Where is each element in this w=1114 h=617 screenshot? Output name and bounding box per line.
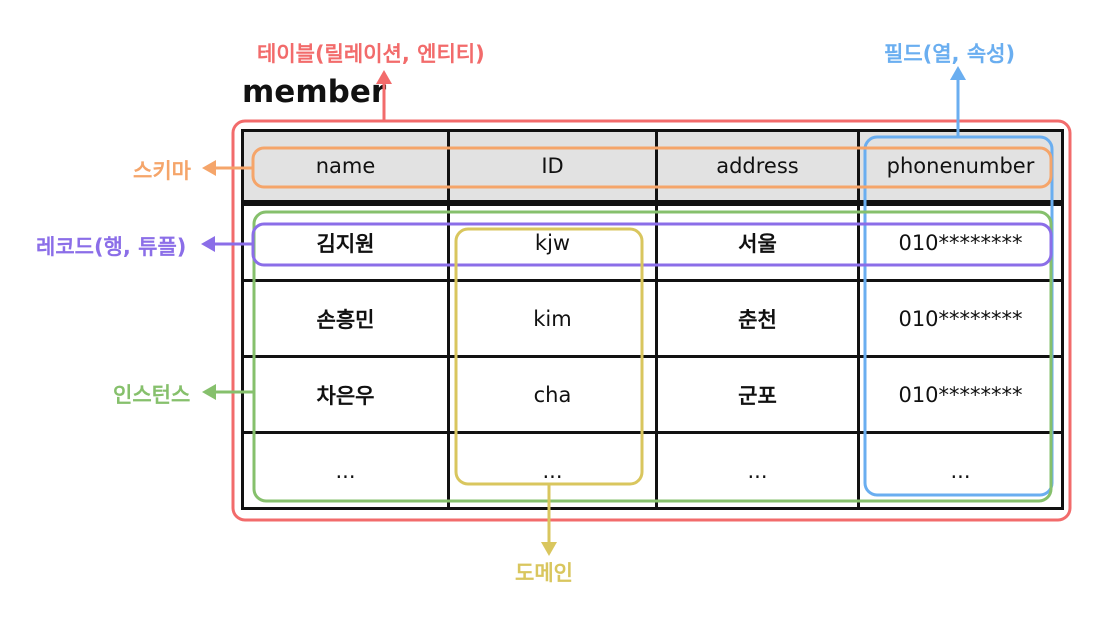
table-arrowhead [376, 70, 392, 84]
cell-name: 김지원 [241, 201, 450, 282]
column-header: ID [447, 129, 658, 206]
table-row: 김지원 kjw 서울 010******** [241, 201, 1064, 282]
field-arrowhead [950, 66, 966, 80]
record-outline [251, 222, 1053, 267]
cell-phone: 010******** [857, 279, 1064, 358]
field-outline [863, 135, 1054, 497]
cell-id: cha [447, 355, 658, 434]
table-label: 테이블(릴레이션, 엔티티) [257, 42, 485, 66]
domain-outline [454, 227, 644, 486]
table-outline [231, 119, 1072, 522]
cell-name: 손흥민 [241, 279, 450, 358]
column-header: name [241, 129, 450, 206]
table-title: member [242, 74, 387, 110]
schema-arrowhead [202, 160, 216, 176]
column-header: address [655, 129, 860, 206]
record-label: 레코드(행, 튜플) [36, 235, 187, 259]
table-row: 손흥민 kim 춘천 010******** [241, 279, 1064, 358]
cell-phone: 010******** [857, 355, 1064, 434]
cell-address: 서울 [655, 201, 860, 282]
table-row: 차은우 cha 군포 010******** [241, 355, 1064, 434]
domain-arrowhead [541, 542, 557, 556]
domain-label: 도메인 [515, 561, 573, 585]
instance-outline [252, 210, 1053, 503]
record-arrowhead [201, 236, 215, 252]
schema-row: name ID address phonenumber [241, 129, 1064, 206]
member-table: name ID address phonenumber 김지원 kjw 서울 0… [241, 129, 1064, 510]
schema-label: 스키마 [133, 159, 191, 183]
cell-ellipsis: ... [447, 431, 658, 510]
field-label: 필드(열, 속성) [884, 42, 1016, 66]
table-row: ... ... ... ... [241, 431, 1064, 510]
cell-id: kim [447, 279, 658, 358]
cell-address: 군포 [655, 355, 860, 434]
cell-ellipsis: ... [655, 431, 860, 510]
cell-phone: 010******** [857, 201, 1064, 282]
cell-id: kjw [447, 201, 658, 282]
cell-address: 춘천 [655, 279, 860, 358]
instance-arrowhead [202, 384, 216, 400]
cell-ellipsis: ... [857, 431, 1064, 510]
instance-label: 인스턴스 [113, 383, 191, 407]
column-header: phonenumber [857, 129, 1064, 206]
schema-outline [251, 146, 1053, 189]
cell-ellipsis: ... [241, 431, 450, 510]
cell-name: 차은우 [241, 355, 450, 434]
